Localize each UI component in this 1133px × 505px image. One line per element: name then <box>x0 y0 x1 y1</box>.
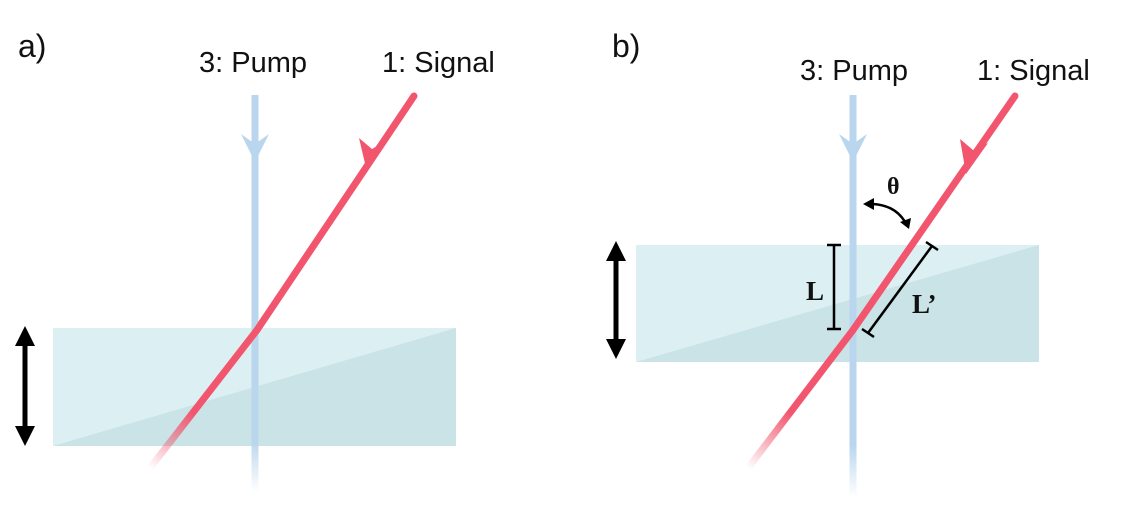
panel-a-translation-arrow-icon <box>15 326 35 446</box>
angle-arrowhead-icon <box>900 218 911 229</box>
panel-b-crystal <box>636 245 1039 362</box>
panel-a-label: a) <box>18 28 46 64</box>
panel-b-signal-beam <box>745 92 1019 471</box>
panel-b-pump-beam <box>839 95 867 497</box>
panel-b-angle-marker: θ <box>863 174 911 229</box>
angle-arrowhead-icon <box>863 198 874 210</box>
panel-a-signal-beam <box>147 92 418 471</box>
panel-b-pump-label: 3: Pump <box>800 55 908 87</box>
panel-a-signal-label: 1: Signal <box>382 47 495 79</box>
panel-b-path-length-bracket: L’ <box>861 240 939 339</box>
panel-a: a) 3: Pump 1: Signal <box>15 28 495 492</box>
signal-arrowhead-icon <box>359 138 386 172</box>
path-length-label: L’ <box>912 289 937 319</box>
panel-a-pump-label: 3: Pump <box>199 47 307 79</box>
panel-b-signal-label: 1: Signal <box>977 55 1090 87</box>
panel-b: b) 3: Pump 1: Signal θ <box>606 28 1090 497</box>
signal-arrowhead-icon <box>960 139 988 174</box>
angle-theta-label: θ <box>887 174 900 200</box>
thickness-label: L <box>806 276 824 306</box>
panel-a-pump-beam <box>241 95 269 492</box>
pump-arrowhead-icon <box>839 134 867 162</box>
panel-b-thickness-bracket: L <box>806 243 841 331</box>
panel-b-translation-arrow-icon <box>606 241 626 359</box>
panel-b-label: b) <box>612 28 640 64</box>
pump-arrowhead-icon <box>241 134 269 162</box>
